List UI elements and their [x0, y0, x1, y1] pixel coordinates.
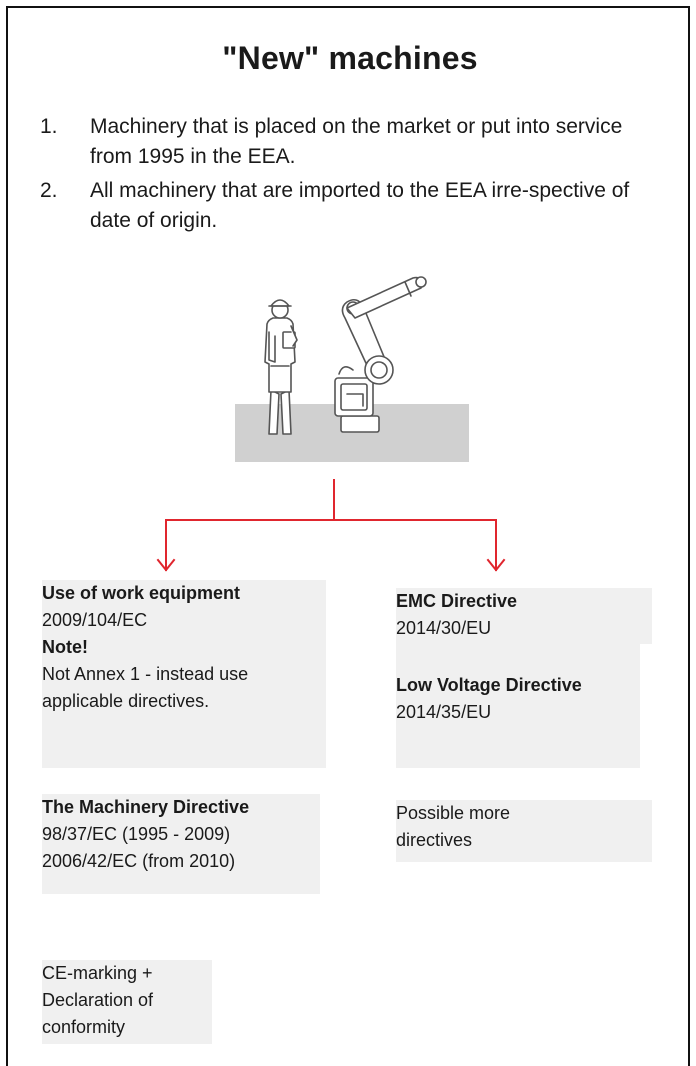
ce-marking-box: CE-marking + Declaration of conformity [42, 960, 212, 1044]
arrow-head-left [156, 558, 176, 572]
diagram-frame: "New" machines 1. Machinery that is plac… [6, 6, 690, 1066]
emc-code: 2014/30/EU [396, 618, 492, 638]
more-directives-box: Possible more directives [396, 800, 652, 862]
emc-low-voltage-box: EMC Directive 2014/30/EU Low Voltage Dir… [396, 588, 652, 768]
low-voltage-block: Low Voltage Directive 2014/35/EU [396, 644, 640, 768]
worker-and-robot-illustration [235, 276, 469, 462]
machinery-directive-line1: 98/37/EC (1995 - 2009) [42, 824, 231, 844]
ce-marking-text: CE-marking + Declaration of conformity [42, 963, 154, 1037]
list-item-text: Machinery that is placed on the market o… [90, 115, 623, 168]
more-directives-text: Possible more directives [396, 803, 511, 850]
work-equipment-heading: Use of work equipment [42, 583, 241, 603]
low-voltage-code: 2014/35/EU [396, 702, 492, 722]
list-item: 1. Machinery that is placed on the marke… [40, 112, 670, 172]
list-item-text: All machinery that are imported to the E… [90, 179, 630, 232]
list-item-number: 1. [40, 115, 58, 138]
connector-line-horizontal [165, 519, 497, 529]
note-text: Not Annex 1 - instead use applicable dir… [42, 664, 249, 711]
list-item: 2. All machinery that are imported to th… [40, 176, 670, 236]
emc-heading: EMC Directive [396, 591, 518, 611]
low-voltage-heading: Low Voltage Directive [396, 675, 582, 695]
worker-icon [264, 299, 298, 435]
work-equipment-box: Use of work equipment 2009/104/EC Note! … [42, 580, 326, 768]
emc-block: EMC Directive 2014/30/EU [396, 588, 652, 644]
machinery-directive-heading: The Machinery Directive [42, 797, 250, 817]
machinery-directive-line2: 2006/42/EC (from 2010) [42, 851, 236, 871]
criteria-list: 1. Machinery that is placed on the marke… [40, 112, 670, 240]
work-equipment-code: 2009/104/EC [42, 610, 148, 630]
industrial-robot-icon [334, 276, 427, 433]
note-heading: Note! [42, 637, 88, 657]
page-title: "New" machines [222, 40, 478, 76]
list-item-number: 2. [40, 179, 58, 202]
machinery-directive-box: The Machinery Directive 98/37/EC (1995 -… [42, 794, 320, 894]
arrow-head-right [486, 558, 506, 572]
